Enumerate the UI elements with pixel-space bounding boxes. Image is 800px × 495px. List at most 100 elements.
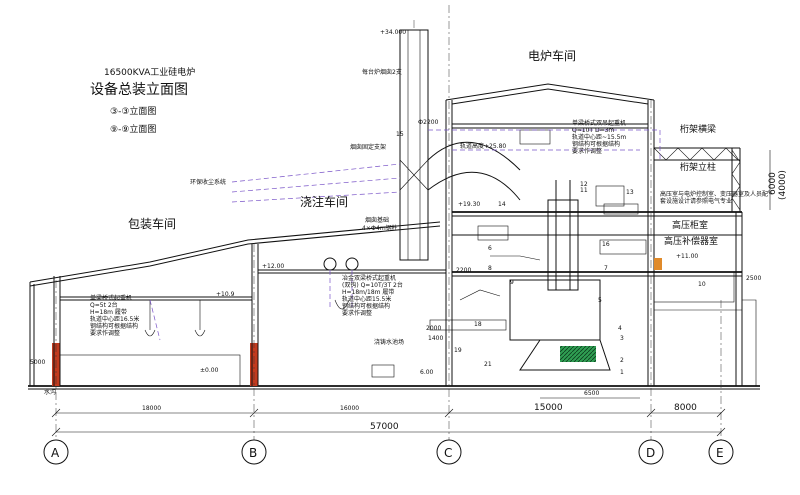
title-line2: 设备总装立面图	[90, 81, 188, 98]
part-number: 10	[698, 281, 706, 288]
hv-box	[653, 271, 735, 303]
note-hv: 高压室与电炉控制室、变压器室及人员配套设施设计请参照电气专业	[660, 190, 768, 205]
dust-duct-1	[231, 163, 401, 183]
dust-duct-2	[231, 177, 401, 193]
hoist-box-2	[603, 203, 639, 215]
elev-pipe-dia: Ф2200	[418, 119, 439, 126]
hv-orange-bar	[654, 258, 662, 270]
elev-2000: 2000	[426, 325, 441, 332]
chute-line	[490, 255, 541, 261]
part-number: 5	[598, 297, 602, 304]
part-number: 8	[488, 265, 492, 272]
dim-de: 8000	[674, 403, 697, 413]
part-number: 14	[498, 201, 506, 208]
dim-ticks	[51, 408, 726, 437]
part-number: 19	[454, 347, 462, 354]
trolley-right	[599, 239, 647, 255]
grid-circle-d	[638, 439, 664, 465]
low-roof-line-2	[29, 225, 441, 287]
elev-109: +10.9	[216, 291, 235, 298]
part-number-group: 1 2 3 4 5 6 7 8 9 10 11 12 13 14 15 16 1…	[396, 131, 706, 376]
truss-col-web	[731, 149, 741, 211]
grid-circle-c	[436, 439, 462, 465]
elev-2200: 2200	[456, 267, 471, 274]
hook-pack-dash	[149, 299, 161, 341]
dim-ab: 18000	[142, 405, 161, 412]
label-chimney-note: 每台炉烟囱2支	[362, 68, 402, 76]
furnace-lower	[519, 339, 611, 371]
title-line4: ⑨-⑨立面图	[110, 123, 156, 135]
elev-top: +34.000	[380, 29, 406, 36]
grid-label-b: B	[249, 446, 257, 460]
pour-platform	[429, 319, 507, 331]
pack-floor-box	[59, 354, 241, 387]
column-b-red	[250, 343, 258, 386]
part-number: 4	[618, 325, 622, 332]
tapping-ramp	[459, 289, 501, 301]
hall-pouring: 浇注车间	[300, 194, 348, 209]
part-number: 15	[396, 131, 404, 138]
pour-hook	[334, 299, 350, 310]
elev-truss-height: 6000	[768, 172, 778, 195]
dim-inner: 6500	[584, 390, 599, 397]
flue-cross	[399, 159, 429, 191]
water-pool-box	[371, 364, 395, 378]
part-number: 16	[602, 241, 610, 248]
hall-packing: 包装车间	[128, 216, 176, 231]
label-chimney-base-sub: 4×Ф4m钢柱	[362, 224, 398, 232]
hook-pack-1	[144, 300, 156, 337]
hall-water-pool: 浇铸水池场	[374, 338, 404, 346]
part-number: 9	[510, 279, 514, 286]
hall-hv-cabinet: 高压柜室	[672, 219, 708, 231]
label-flue-support: 烟囱固定支架	[350, 143, 386, 151]
title-line1: 16500KVA工业硅电炉	[104, 66, 195, 78]
chimney	[399, 29, 429, 261]
elev-1400: 1400	[428, 335, 443, 342]
elev-truss-height-sub: (4000)	[778, 170, 788, 200]
elev-1200: +12.00	[262, 263, 284, 270]
furnace-bath-hatch	[560, 346, 596, 362]
grid-circle-b	[241, 439, 267, 465]
electrode-column	[547, 199, 579, 291]
top-crane-trolley	[519, 129, 551, 145]
label-chimney-base: 烟囱基础	[365, 216, 389, 224]
part-number: 6	[488, 245, 492, 252]
drain-pipe	[742, 299, 757, 386]
part-number: 18	[474, 321, 482, 328]
flue-bend	[427, 141, 521, 171]
trolley-left	[477, 225, 509, 241]
low-roof-line	[29, 221, 441, 283]
elev-1100: +11.00	[676, 253, 698, 260]
grid-label-d: D	[646, 446, 655, 460]
high-roof	[445, 83, 655, 101]
part-number: 21	[484, 361, 492, 368]
truss-web	[653, 147, 739, 161]
part-number: 7	[604, 265, 608, 272]
pour-pulley-2	[345, 257, 359, 271]
dim-cd: 15000	[534, 403, 563, 413]
dust-duct-3	[231, 191, 401, 203]
dust-duct-4	[428, 129, 661, 160]
part-number: 13	[626, 189, 634, 196]
title-line3: ③-③立面图	[110, 105, 156, 117]
label-water-tank: 水沟	[44, 388, 56, 396]
part-number: 11	[580, 187, 588, 194]
grid-circle-e	[708, 439, 734, 465]
elev-5000: 5000	[30, 359, 45, 366]
elev-2500: 2500	[746, 275, 761, 282]
part-number: 12	[580, 181, 588, 188]
label-rail-height: 轨道高度+25.80	[460, 142, 506, 150]
hall-electric-furnace: 电炉车间	[528, 48, 576, 63]
dim-total: 57000	[370, 422, 399, 432]
part-number: 3	[620, 335, 624, 342]
dim-bc: 16000	[340, 405, 359, 412]
label-truss-beam: 桁架横梁	[680, 123, 716, 135]
grid-label-c: C	[444, 446, 452, 460]
elev-600: 6.00	[420, 369, 434, 376]
part-number: 1	[620, 369, 624, 376]
hall-hv-compensator: 高压补偿器室	[664, 235, 718, 247]
flue-bend-2	[427, 171, 521, 201]
furnace-shell	[509, 279, 601, 341]
